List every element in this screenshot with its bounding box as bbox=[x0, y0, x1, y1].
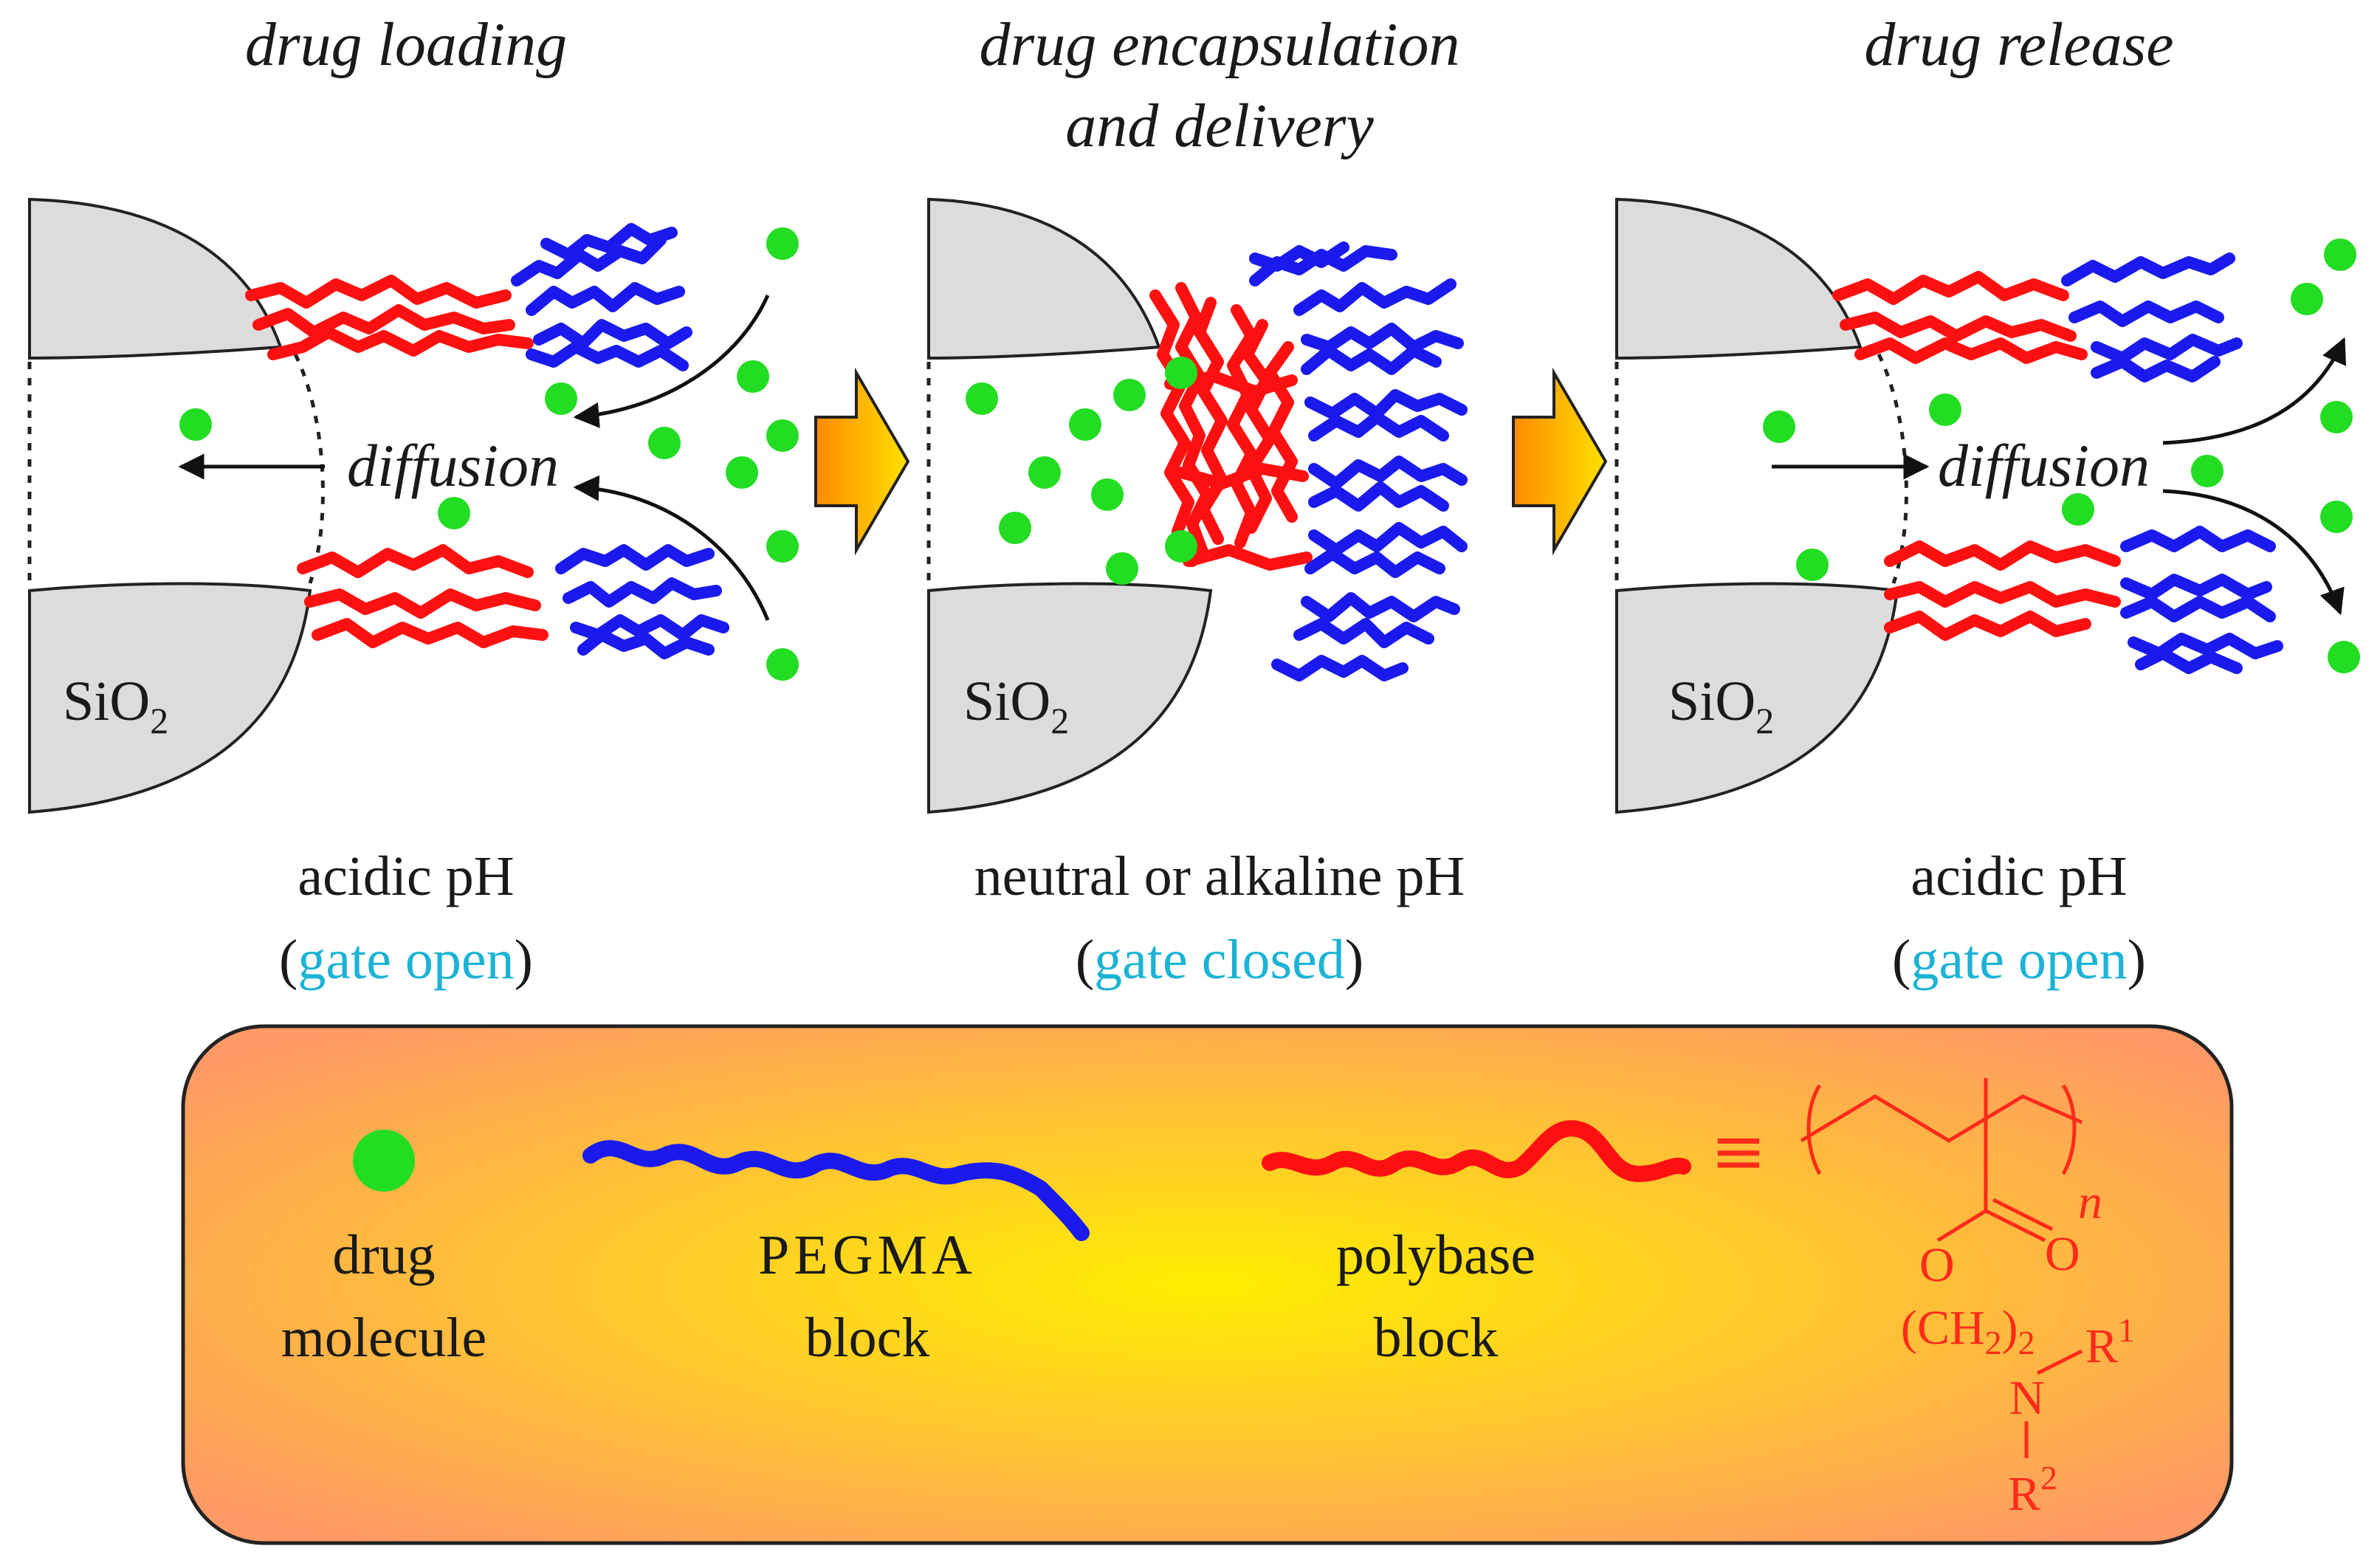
silica-lower-2 bbox=[927, 582, 1213, 814]
chem-r1: R1 bbox=[2085, 1311, 2135, 1373]
collapsed-polybase-plug bbox=[1149, 282, 1313, 571]
legend-drug-icon bbox=[353, 1130, 415, 1192]
panel3-gate-state: (gate open) bbox=[1892, 929, 2146, 991]
legend-polybase-chain bbox=[1262, 1120, 1691, 1182]
chem-ch2: (CH2)2 bbox=[1901, 1301, 2035, 1361]
process-label-3: diffusion bbox=[1938, 432, 2150, 499]
panel2-gate-state: (gate closed) bbox=[1076, 929, 1363, 991]
drug-molecules-2 bbox=[966, 357, 1197, 585]
panel1-condition: acidic pH bbox=[298, 845, 514, 907]
panel2-condition: neutral or alkaline pH bbox=[974, 845, 1465, 907]
chem-o-right: O bbox=[2045, 1227, 2080, 1281]
panel2-title-line2: and delivery bbox=[1065, 92, 1374, 160]
panel3-drug-release: SiO2 bbox=[1614, 197, 2360, 814]
drug-molecules-3 bbox=[1763, 238, 2360, 673]
legend-polybase-label-line1: polybase bbox=[1336, 1224, 1535, 1286]
panel3-title: drug release bbox=[1864, 10, 2173, 79]
panel1-drug-loading: SiO2 bbox=[27, 197, 799, 814]
legend-pegma-label-line1: PEGMA bbox=[758, 1224, 977, 1286]
panel2-encapsulation: SiO2 bbox=[926, 197, 1468, 814]
process-label-1: diffusion bbox=[347, 432, 559, 499]
chem-n-atom: N bbox=[2009, 1371, 2045, 1425]
silica-lower-1 bbox=[28, 582, 312, 814]
silica-upper-2 bbox=[927, 197, 1161, 360]
legend-polybase-label-line2: block bbox=[1374, 1307, 1499, 1369]
drug-molecules-1 bbox=[179, 227, 799, 681]
panel1-title: drug loading bbox=[245, 10, 567, 79]
legend-drug-label-line2: molecule bbox=[281, 1307, 487, 1369]
panel2-title-line1: drug encapsulation bbox=[980, 10, 1460, 79]
silica-upper-1 bbox=[28, 197, 283, 360]
chem-o-left: O bbox=[1919, 1238, 1955, 1292]
legend-pegma-chain bbox=[582, 1140, 1090, 1241]
silica-lower-3 bbox=[1615, 582, 1899, 814]
silica-upper-3 bbox=[1615, 197, 1863, 360]
process-arrow-1 bbox=[814, 367, 910, 556]
substrate-label-1: SiO2 bbox=[63, 670, 168, 741]
substrate-label-2: SiO2 bbox=[963, 670, 1069, 741]
chem-r2: R2 bbox=[2008, 1459, 2057, 1521]
legend-pegma-label-line2: block bbox=[805, 1307, 930, 1369]
legend-drug-label-line1: drug bbox=[332, 1224, 435, 1286]
polybase-chemical-structure bbox=[1800, 1078, 2083, 1458]
legend-box: drug molecule PEGMA block polybase block… bbox=[181, 1024, 2234, 1545]
chem-n-subscript: n bbox=[2078, 1175, 2102, 1229]
legend-equiv-symbol: ≡ bbox=[1710, 1113, 1766, 1190]
pegma-brush bbox=[1249, 241, 1468, 681]
process-arrow-2 bbox=[1512, 367, 1608, 556]
substrate-label-3: SiO2 bbox=[1668, 670, 1774, 741]
panel1-gate-state: (gate open) bbox=[279, 929, 533, 991]
panel3-condition: acidic pH bbox=[1910, 845, 2127, 907]
